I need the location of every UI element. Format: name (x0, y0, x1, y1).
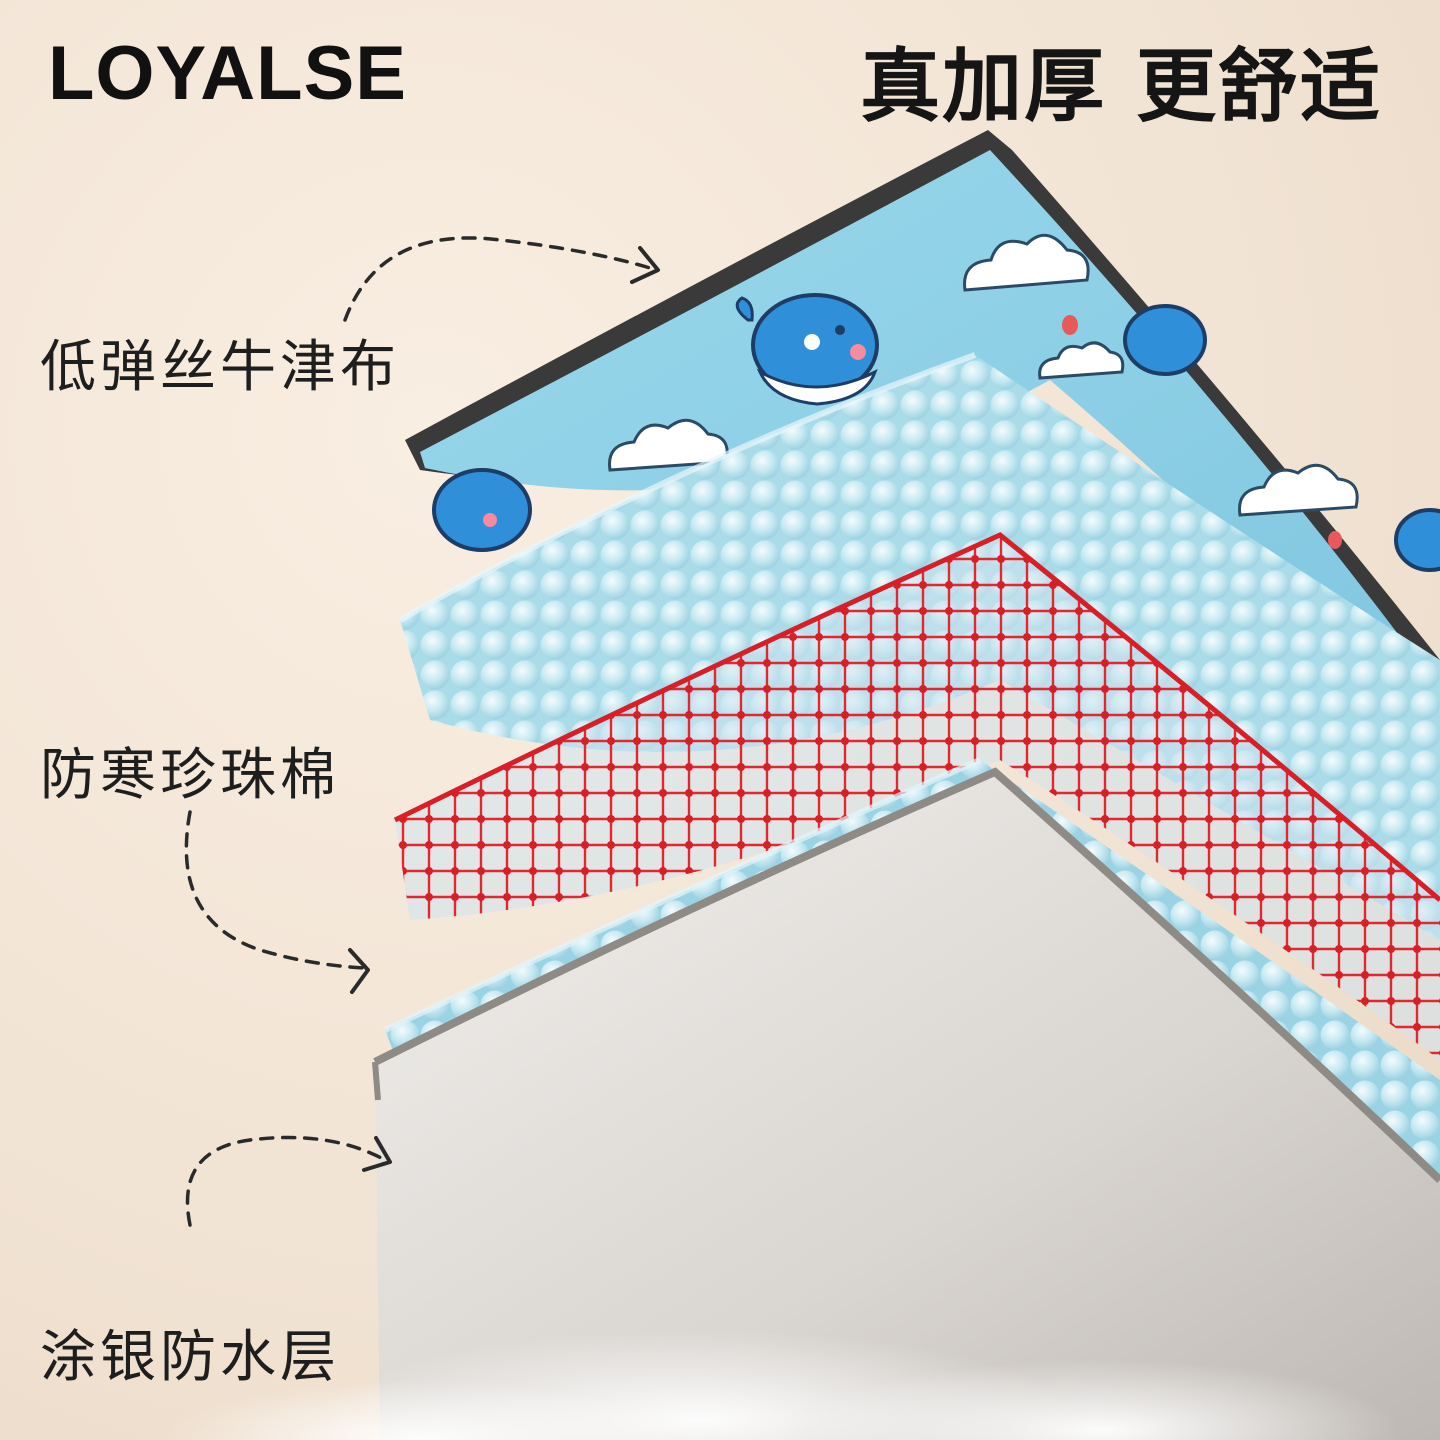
brand-logo-text: LOYALSE (48, 31, 407, 116)
arrow-head-icon (630, 246, 660, 284)
arrow-head-icon (348, 948, 370, 994)
layer-label-pearl-foam: 防寒珍珠棉 (40, 743, 340, 808)
silver-waterproof-layer (372, 767, 1440, 1440)
arrow-icon (343, 236, 652, 322)
whale-icon (1123, 304, 1207, 376)
cloud-decoration (160, 1330, 1400, 1440)
red-mesh-layer (393, 532, 1440, 1060)
arrow-head-icon (362, 1136, 392, 1172)
arrow-icon (184, 810, 367, 970)
headline: 真加厚 更舒适 (860, 40, 1382, 133)
whale-icon (432, 468, 532, 552)
layer-label-oxford: 低弹丝牛津布 (40, 335, 400, 400)
whale-icon (735, 293, 879, 406)
oxford-fabric-layer (405, 130, 1440, 760)
layer-label-silver-coating: 涂银防水层 (40, 1325, 340, 1390)
whale-icon (1394, 508, 1440, 572)
arrow-icon (185, 1135, 387, 1227)
